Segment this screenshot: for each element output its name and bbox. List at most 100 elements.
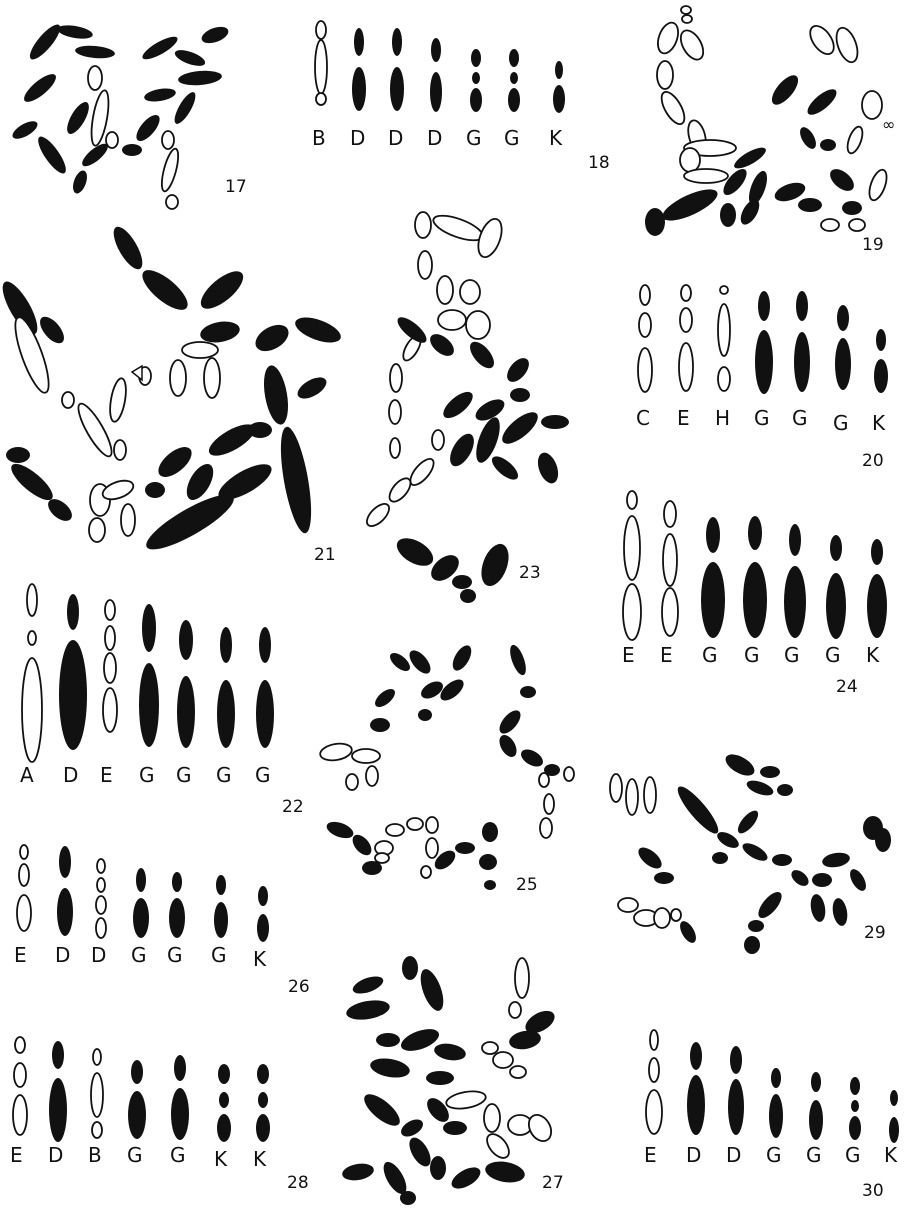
- karyotype-letter: E: [660, 643, 673, 667]
- karyotype-column: E: [622, 491, 641, 667]
- chromosome-light: [15, 1037, 25, 1053]
- figure-24-karyotype: E E G G G G K: [622, 491, 887, 697]
- chromosome-dark: [445, 430, 479, 470]
- chromosome-dark: [171, 1088, 189, 1140]
- chromosome-dark: [172, 872, 182, 892]
- chromosome-light: [62, 392, 74, 408]
- chromosome-light: [105, 600, 115, 620]
- chromosome-dark: [443, 1121, 467, 1135]
- chromosome-dark: [143, 86, 177, 103]
- chromosome-light: [204, 358, 220, 398]
- chromosome-dark: [744, 936, 760, 954]
- karyotype-letter: E: [100, 763, 113, 787]
- chromosome-dark: [136, 868, 146, 892]
- chromosome-light: [510, 1066, 526, 1078]
- chromosome-dark: [470, 88, 482, 112]
- karyotype-letter: G: [127, 1143, 143, 1167]
- chromosome-dark: [654, 872, 674, 884]
- chromosome-light: [627, 491, 637, 509]
- chromosome-dark: [217, 680, 235, 748]
- chromosome-light: [100, 477, 136, 503]
- chromosome-dark: [219, 1092, 229, 1108]
- chromosome-dark: [760, 766, 780, 778]
- karyotype-column: E: [100, 600, 117, 787]
- chromosome-light: [88, 66, 102, 90]
- chromosome-dark: [518, 746, 546, 770]
- chromosome-dark: [520, 686, 536, 698]
- chromosome-light: [426, 817, 438, 833]
- chromosome-light: [415, 212, 431, 238]
- karyotype-column: D: [59, 594, 87, 787]
- chromosome-dark: [67, 594, 79, 630]
- figure-17-spread: 17: [10, 21, 247, 209]
- karyotype-column: G: [127, 1060, 146, 1167]
- chromosome-dark: [400, 1191, 416, 1205]
- chromosome-dark: [392, 532, 438, 571]
- karyotype-column: G: [766, 1068, 783, 1167]
- karyotype-letter: K: [884, 1143, 898, 1167]
- chromosome-dark: [796, 291, 808, 321]
- chromosome-dark: [177, 676, 195, 748]
- chromosome-light: [438, 310, 466, 330]
- chromosome-dark: [534, 450, 562, 486]
- chromosome-light: [96, 918, 106, 938]
- karyotype-column: E: [644, 1030, 662, 1167]
- chromosome-dark: [460, 589, 476, 603]
- chromosome-dark: [195, 265, 249, 315]
- chromosome-light: [28, 631, 36, 645]
- chromosome-light: [664, 501, 676, 527]
- chromosome-light: [103, 688, 117, 732]
- chromosome-dark: [132, 111, 163, 145]
- karyotype-letter: D: [48, 1143, 63, 1167]
- chromosome-dark: [416, 966, 448, 1014]
- chromosome-light: [657, 61, 673, 89]
- chromosome-light: [466, 311, 490, 339]
- chromosome-light: [618, 898, 638, 912]
- chromosome-dark: [876, 329, 886, 351]
- chromosome-dark: [372, 686, 398, 711]
- chromosome-light: [624, 516, 640, 580]
- karyotype-letter: D: [726, 1143, 741, 1167]
- chromosome-dark: [645, 208, 665, 236]
- chromosome-dark: [771, 1068, 781, 1088]
- chromosome-dark: [777, 784, 793, 796]
- karyotype-letter: G: [845, 1143, 861, 1167]
- karyotype-column: G: [255, 627, 274, 787]
- chromosome-dark: [809, 1100, 823, 1140]
- chromosome-dark: [70, 169, 89, 196]
- chromosome-light: [493, 1052, 513, 1068]
- karyotype-column: B: [312, 21, 327, 150]
- chromosome-dark: [390, 67, 404, 111]
- chromosome-dark: [851, 1100, 859, 1112]
- chromosome-dark: [370, 718, 390, 732]
- chromosome-light: [407, 818, 423, 830]
- chromosome-dark: [754, 888, 785, 922]
- karyotype-letter: G: [766, 1143, 782, 1167]
- chromosome-dark: [257, 1064, 269, 1084]
- karyotype-letter: G: [211, 943, 227, 967]
- chromosome-dark: [294, 373, 330, 403]
- chromosome-dark: [452, 575, 472, 589]
- chromosome-light: [638, 348, 652, 392]
- chromosome-dark: [835, 338, 851, 390]
- chromosome-light: [437, 276, 453, 304]
- chromosome-light: [121, 504, 135, 536]
- karyotype-column: G: [170, 1055, 189, 1167]
- karyotype-column: G: [211, 875, 228, 967]
- chromosome-dark: [811, 1072, 821, 1092]
- chromosome-light: [346, 774, 358, 790]
- chromosome-dark: [555, 61, 563, 79]
- chromosome-dark: [837, 305, 849, 331]
- chromosome-dark: [34, 133, 71, 177]
- chromosome-light: [460, 280, 480, 304]
- chromosome-dark: [507, 643, 529, 677]
- chromosome-dark: [784, 566, 806, 638]
- chromosome-light: [862, 91, 882, 119]
- karyotype-letter: G: [806, 1143, 822, 1167]
- chromosome-dark: [820, 139, 836, 151]
- chromosome-dark: [466, 338, 499, 373]
- chromosome-light: [509, 1002, 521, 1018]
- chromosome-dark: [431, 38, 441, 62]
- chromosome-dark: [767, 71, 802, 109]
- figure-20-karyotype: C E H G G G: [636, 285, 888, 471]
